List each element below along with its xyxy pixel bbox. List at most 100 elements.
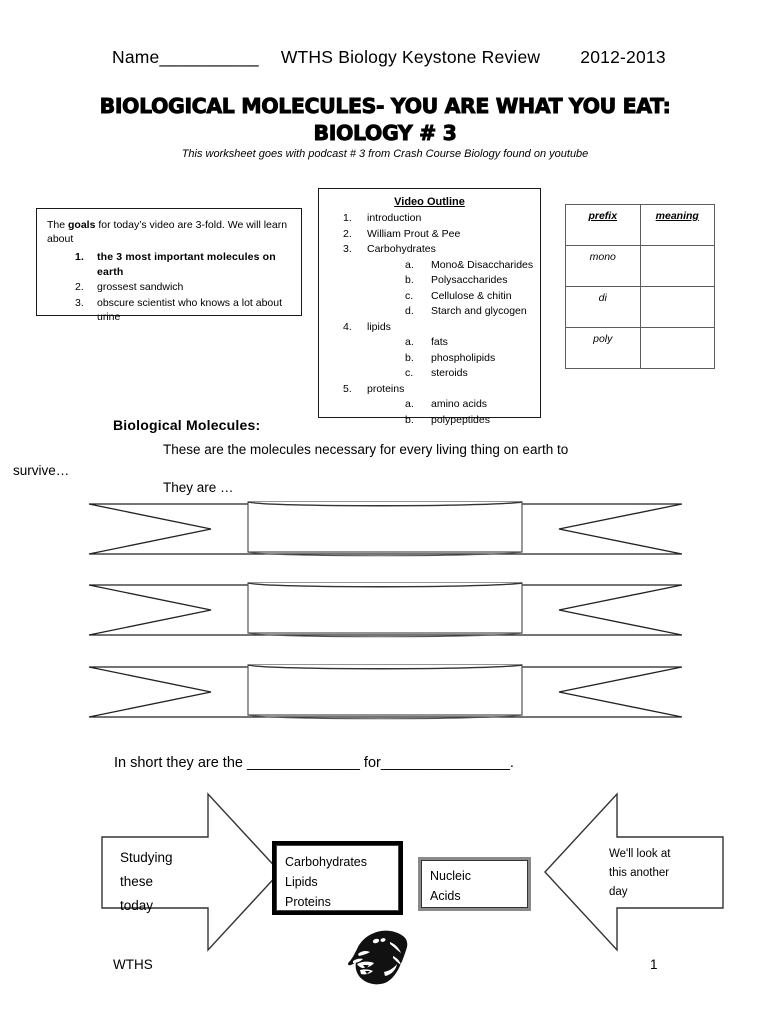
table-cell-meaning[interactable] bbox=[639, 286, 715, 328]
body-paragraph-1-line-1: These are the molecules necessary for ev… bbox=[163, 442, 569, 457]
outline-label: fats bbox=[431, 336, 448, 348]
worksheet-title-line-2: BIOLOGY # 3 bbox=[313, 121, 457, 146]
right-arrow-caption-line: day bbox=[609, 886, 628, 898]
right-arrow-caption-line: this another bbox=[609, 867, 670, 879]
outline-marker: a. bbox=[405, 336, 414, 348]
left-arrow-caption-line: these bbox=[120, 874, 154, 889]
outline-marker: c. bbox=[405, 367, 414, 379]
goals-item-number: 2. bbox=[75, 281, 84, 293]
outline-label: lipids bbox=[367, 320, 391, 333]
goals-intro-pre: The bbox=[47, 219, 69, 231]
body-paragraph-1: These are the molecules necessary for ev… bbox=[13, 439, 633, 481]
body-paragraph-1-line-2: survive… bbox=[13, 463, 70, 478]
goals-item-number: 3. bbox=[75, 296, 84, 309]
outline-marker: 3. bbox=[343, 243, 352, 255]
body-paragraph-2: They are … bbox=[163, 480, 234, 495]
outline-marker: b. bbox=[405, 274, 414, 286]
outline-marker: c. bbox=[405, 289, 414, 302]
outline-label: Starch and glycogen bbox=[431, 305, 527, 317]
answer-ribbon-banner-2[interactable] bbox=[88, 581, 682, 639]
outline-subitem: c. Cellulose & chitin bbox=[405, 289, 534, 305]
outline-item: 4. lipids bbox=[343, 320, 534, 336]
goals-intro-post: for today’s video are 3-fold. We will le… bbox=[47, 219, 288, 245]
outline-subitem: b.Polysaccharides bbox=[405, 273, 534, 289]
name-blank-label: Name__________ bbox=[112, 47, 259, 67]
arrow-right-icon bbox=[101, 792, 281, 952]
outline-label: phospholipids bbox=[431, 351, 496, 364]
table-header-meaning: meaning bbox=[639, 204, 715, 246]
nucleic-acids-label: Nucleic bbox=[430, 869, 471, 883]
outline-subitem: b. phospholipids bbox=[405, 351, 534, 367]
school-year: 2012-2013 bbox=[580, 47, 666, 67]
left-arrow-caption-line: today bbox=[120, 898, 154, 913]
nucleic-acids-box: Nucleic Acids bbox=[418, 857, 531, 911]
right-arrow-caption-line: We'll look at bbox=[609, 848, 671, 860]
panther-head-logo bbox=[345, 928, 409, 986]
table-header-prefix: prefix bbox=[565, 204, 641, 246]
outline-marker: a. bbox=[405, 258, 414, 271]
outline-marker: 5. bbox=[343, 382, 352, 395]
outline-subitem: a. fats bbox=[405, 335, 534, 351]
ribbon-shape-icon bbox=[88, 664, 682, 720]
footer-page-number: 1 bbox=[650, 957, 658, 972]
outline-label: Carbohydrates bbox=[367, 243, 436, 255]
nucleic-acids-box-inner: Nucleic Acids bbox=[421, 860, 528, 908]
worksheet-title-line-1: BIOLOGICAL MOLECULES- YOU ARE WHAT YOU E… bbox=[99, 94, 671, 119]
right-arrow-shape bbox=[543, 792, 725, 952]
answer-ribbon-banner-1[interactable] bbox=[88, 500, 682, 558]
table-header-row: prefix meaning bbox=[565, 204, 715, 246]
table-cell-meaning[interactable] bbox=[639, 327, 715, 369]
table-row: di bbox=[565, 286, 715, 328]
goals-list: 1. the 3 most important molecules on ear… bbox=[47, 250, 291, 325]
outline-subitem: a. amino acids bbox=[405, 397, 534, 413]
goals-item-label: grossest sandwich bbox=[97, 281, 184, 293]
molecule-label: Lipids bbox=[285, 875, 318, 889]
outline-marker: d. bbox=[405, 305, 414, 317]
panther-icon bbox=[347, 930, 408, 985]
table-cell-prefix: di bbox=[565, 286, 641, 328]
outline-marker: b. bbox=[405, 351, 414, 364]
outline-marker: b. bbox=[405, 413, 414, 426]
table-row: poly bbox=[565, 327, 715, 369]
goals-list-item: 1. the 3 most important molecules on ear… bbox=[75, 250, 291, 279]
molecule-label: Proteins bbox=[285, 895, 331, 909]
answer-ribbon-banner-3[interactable] bbox=[88, 663, 682, 721]
outline-item: 5. proteins bbox=[343, 382, 534, 398]
outline-item: 1.introduction bbox=[343, 211, 534, 227]
left-arrow-caption-line: Studying bbox=[120, 850, 173, 865]
outline-item: 3. Carbohydrates bbox=[343, 242, 534, 258]
outline-label: introduction bbox=[367, 212, 422, 224]
left-arrow-shape bbox=[100, 792, 282, 952]
outline-subitem: c. steroids bbox=[405, 366, 534, 382]
outline-marker: a. bbox=[405, 398, 414, 410]
goals-box: The goals for today’s video are 3-fold. … bbox=[36, 208, 302, 323]
goals-item-number: 1. bbox=[75, 251, 85, 263]
outline-label: steroids bbox=[431, 367, 468, 379]
table-row: mono bbox=[565, 245, 715, 287]
table-cell-meaning[interactable] bbox=[639, 245, 715, 287]
goals-keyword: goals bbox=[68, 219, 96, 231]
video-outline-title: Video Outline bbox=[394, 196, 465, 208]
studied-molecules-box: Carbohydrates Lipids Proteins bbox=[272, 841, 403, 915]
outline-label: amino acids bbox=[431, 398, 488, 410]
outline-label: proteins bbox=[367, 382, 405, 395]
outline-marker: 2. bbox=[343, 227, 352, 240]
goals-item-label: obscure scientist who knows a lot about … bbox=[97, 296, 283, 324]
outline-subitem: b. polypeptides bbox=[405, 413, 534, 429]
outline-label: polypeptides bbox=[431, 413, 490, 426]
worksheet-subtitle: This worksheet goes with podcast # 3 fro… bbox=[181, 148, 589, 160]
outline-subitem: a.Mono& Disaccharides bbox=[405, 258, 534, 274]
table-cell-prefix: mono bbox=[565, 245, 641, 287]
table-cell-prefix: poly bbox=[565, 327, 641, 369]
outline-label: Cellulose & chitin bbox=[431, 289, 512, 302]
footer-school-name: WTHS bbox=[113, 957, 153, 972]
molecule-label: Carbohydrates bbox=[285, 855, 367, 869]
outline-marker: 4. bbox=[343, 320, 352, 333]
course-title: WTHS Biology Keystone Review bbox=[280, 47, 541, 67]
fill-in-the-blank-sentence: In short they are the ______________ for… bbox=[114, 755, 514, 771]
nucleic-acids-label: Acids bbox=[430, 889, 461, 903]
ribbon-shape-icon bbox=[88, 501, 682, 557]
video-outline-box: Video Outline 1.introduction 2.William P… bbox=[318, 188, 541, 426]
outline-item: 2.William Prout & Pee bbox=[343, 227, 534, 243]
